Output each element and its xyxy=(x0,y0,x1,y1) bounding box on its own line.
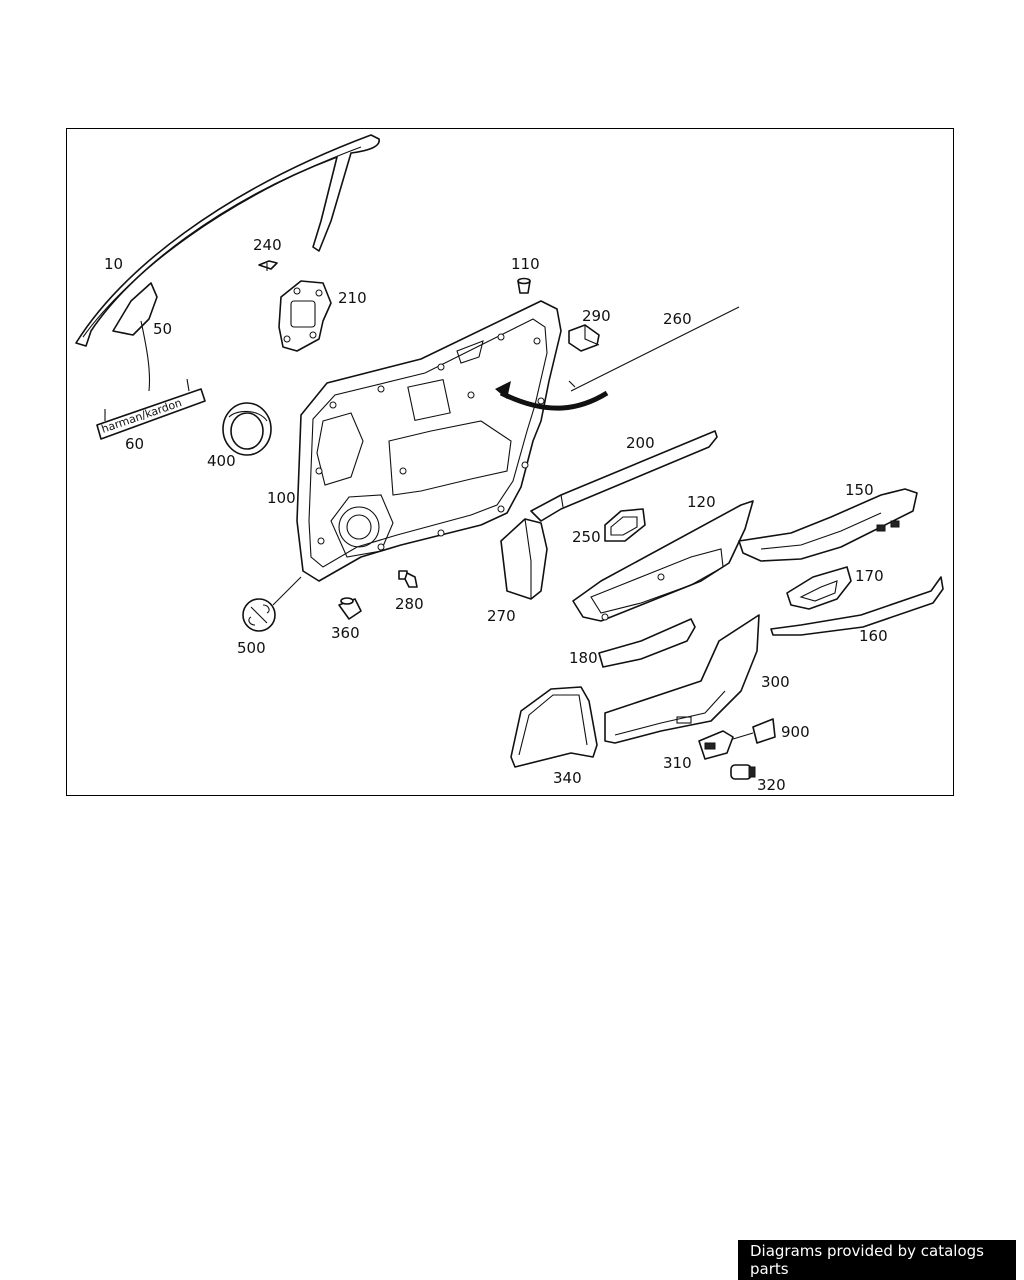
label-part-260: 260 xyxy=(663,310,692,328)
label-part-270: 270 xyxy=(487,607,516,625)
part-150-armrest-trim xyxy=(738,488,918,562)
part-250-bezel xyxy=(604,508,646,542)
badge-text: harman/kardon xyxy=(100,396,184,436)
part-180-trim xyxy=(598,618,696,668)
parts-diagram-frame: harman/kardon xyxy=(66,128,954,796)
part-110-plug xyxy=(517,277,531,294)
part-900-connector xyxy=(732,718,776,744)
part-10-window-trim xyxy=(75,134,380,347)
door-panel-exploded-diagram: harman/kardon xyxy=(75,134,944,780)
part-500-tool-symbol xyxy=(242,576,302,632)
part-120-armrest-carrier xyxy=(572,500,754,622)
label-part-170: 170 xyxy=(855,567,884,585)
part-360-clip xyxy=(338,597,362,620)
part-310-switch xyxy=(698,730,734,760)
part-100-door-panel xyxy=(296,300,562,582)
label-part-60: 60 xyxy=(125,435,145,453)
label-part-110: 110 xyxy=(511,255,540,273)
label-part-290: 290 xyxy=(582,307,611,325)
label-part-50: 50 xyxy=(153,320,173,338)
part-320-lamp xyxy=(730,764,756,780)
part-240-clip xyxy=(258,260,278,271)
label-part-360: 360 xyxy=(331,624,360,642)
part-60-badge: harman/kardon xyxy=(96,378,206,440)
part-170-handle-bracket xyxy=(786,566,852,610)
label-part-100: 100 xyxy=(267,489,296,507)
label-part-500: 500 xyxy=(237,639,266,657)
label-part-150: 150 xyxy=(845,481,874,499)
label-part-250: 250 xyxy=(572,528,601,546)
part-400-speaker-ring xyxy=(222,402,272,456)
assembly-arrow xyxy=(495,381,609,411)
label-part-240: 240 xyxy=(253,236,282,254)
credit-badge: Diagrams provided by catalogs parts xyxy=(738,1240,1016,1280)
label-part-340: 340 xyxy=(553,769,582,787)
part-280-screw xyxy=(398,570,418,588)
part-340-lower-trim xyxy=(510,686,598,768)
label-part-280: 280 xyxy=(395,595,424,613)
label-part-400: 400 xyxy=(207,452,236,470)
part-160-strip xyxy=(770,576,944,636)
label-part-310: 310 xyxy=(663,754,692,772)
credit-text: Diagrams provided by catalogs parts xyxy=(750,1242,984,1278)
label-part-210: 210 xyxy=(338,289,367,307)
label-part-180: 180 xyxy=(569,649,598,667)
label-part-160: 160 xyxy=(859,627,888,645)
part-300-door-pocket xyxy=(604,614,760,744)
label-part-10: 10 xyxy=(104,255,124,273)
part-200-upper-trim xyxy=(530,430,718,522)
label-part-320: 320 xyxy=(757,776,786,794)
label-part-120: 120 xyxy=(687,493,716,511)
label-part-900: 900 xyxy=(781,723,810,741)
part-290-switch xyxy=(568,324,600,352)
part-270-end-cap xyxy=(500,518,548,600)
label-part-200: 200 xyxy=(626,434,655,452)
label-part-300: 300 xyxy=(761,673,790,691)
part-210-handle-bracket xyxy=(278,280,332,352)
part-260-cable xyxy=(568,306,740,392)
part-50-tweeter-cover xyxy=(112,282,158,392)
